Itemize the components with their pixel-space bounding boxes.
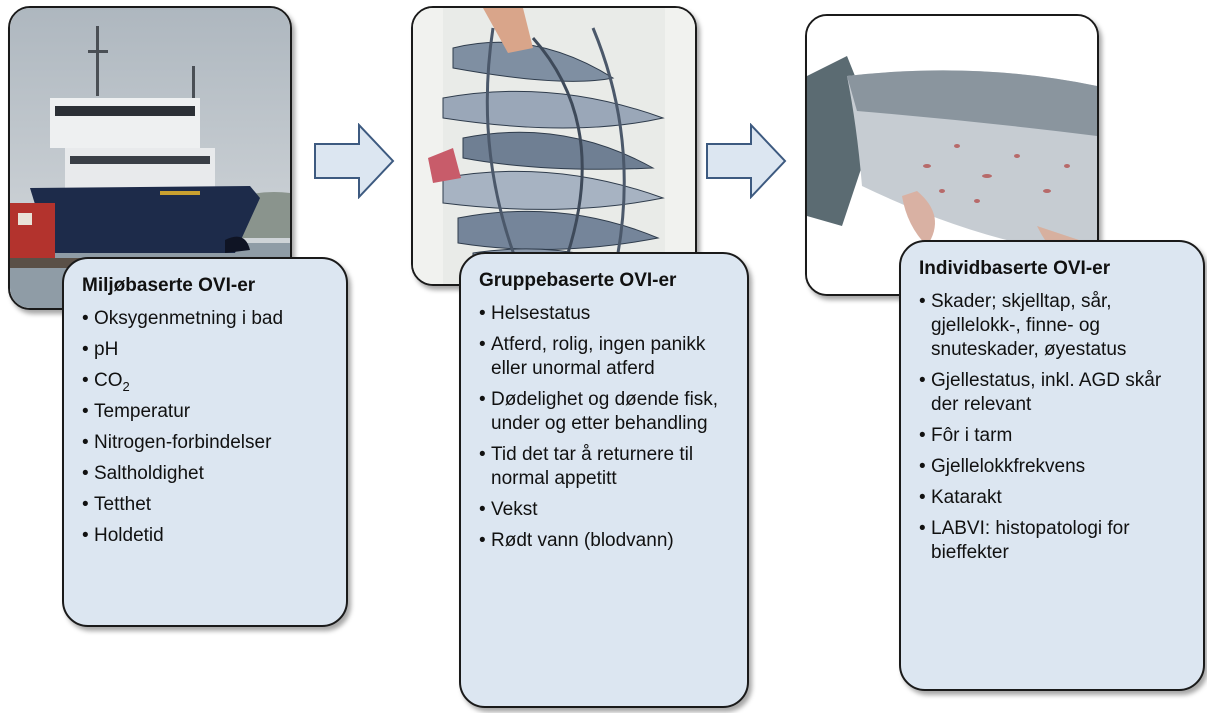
list-item: Katarakt [919, 486, 1191, 510]
item-list: Oksygenmetning i bad pH CO2 Temperatur N… [82, 307, 334, 548]
co2-subscript: 2 [122, 378, 130, 394]
list-item: Helsestatus [479, 302, 735, 326]
environment-ovi-card: Miljøbaserte OVI-er Oksygenmetning i bad… [62, 257, 348, 627]
group-ovi-card: Gruppebaserte OVI-er Helsestatus Atferd,… [459, 252, 749, 708]
list-item: Skader; skjelltap, sår, gjellelokk-, fin… [919, 290, 1191, 362]
list-item: Rødt vann (blodvann) [479, 529, 735, 553]
card-title: Individbaserte OVI-er [919, 258, 1111, 279]
list-item: Saltholdighet [82, 462, 334, 486]
list-item: Vekst [479, 498, 735, 522]
boat-photo [8, 6, 292, 310]
list-item: Dødelighet og døende fisk, under og ette… [479, 388, 735, 436]
list-item: pH [82, 338, 334, 362]
right-arrow-icon [314, 123, 395, 199]
right-arrow-icon [706, 123, 787, 199]
list-item: Gjellelokkfrekvens [919, 455, 1191, 479]
list-item: Tid det tar å returnere til normal appet… [479, 443, 735, 491]
list-item: Temperatur [82, 400, 334, 424]
card-title: Gruppebaserte OVI-er [479, 270, 677, 291]
list-item: CO2 [82, 369, 334, 393]
list-item: Holdetid [82, 524, 334, 548]
individual-ovi-card: Individbaserte OVI-er Skader; skjelltap,… [899, 240, 1205, 691]
list-item: Oksygenmetning i bad [82, 307, 334, 331]
list-item: Tetthet [82, 493, 334, 517]
fish-tub-photo [411, 6, 697, 286]
list-item: Nitrogen-forbindelser [82, 431, 334, 455]
list-item: Atferd, rolig, ingen panikk eller unorma… [479, 333, 735, 381]
item-list: Skader; skjelltap, sår, gjellelokk-, fin… [919, 290, 1191, 565]
item-list: Helsestatus Atferd, rolig, ingen panikk … [479, 302, 735, 553]
list-item: Fôr i tarm [919, 424, 1191, 448]
salmon-skin-photo [805, 14, 1099, 296]
card-title: Miljøbaserte OVI-er [82, 275, 256, 296]
list-item: Gjellestatus, inkl. AGD skår der relevan… [919, 369, 1191, 417]
list-item: LABVI: histopatologi for bieffekter [919, 517, 1191, 565]
